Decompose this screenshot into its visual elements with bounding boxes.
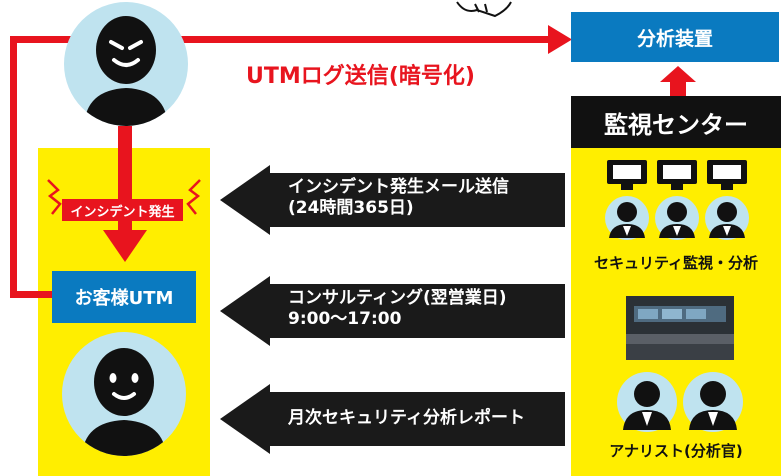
alert-spark-left-icon [47, 179, 62, 215]
top-flow-arrowhead [548, 25, 572, 54]
customer-avatar [62, 332, 186, 456]
bottom-loop-line [10, 291, 54, 298]
flow-incident-mail-line1: インシデント発生メール送信 [288, 177, 509, 197]
flow-consulting-line2: 9:00〜17:00 [288, 309, 402, 329]
analyst-icons [617, 372, 743, 432]
customer-utm-box: お客様UTM [52, 271, 196, 323]
alert-spark-right-icon [186, 179, 201, 215]
flow-consulting-line1: コンサルティング(翌営業日) [288, 288, 507, 308]
control-room-photo [626, 296, 734, 360]
top-flow-line [10, 36, 560, 43]
security-monitoring-label: セキュリティ監視・分析 [593, 254, 759, 272]
analyst-label: アナリスト(分析官) [609, 442, 743, 460]
operator-icons [605, 196, 749, 240]
monitoring-center-box: 監視センター [571, 96, 781, 148]
up-arrow [660, 66, 696, 96]
incident-badge: インシデント発生 [62, 199, 183, 221]
speech-bubble-tail [456, 1, 512, 18]
down-flow-arrowhead [103, 230, 147, 262]
analyzer-box: 分析装置 [571, 12, 779, 62]
flow-monthly-report-label: 月次セキュリティ分析レポート [288, 408, 525, 428]
flow-arrow-incident-mail: インシデント発生メール送信 (24時間365日) [220, 165, 565, 235]
top-flow-label: UTMログ送信(暗号化) [246, 64, 475, 89]
flow-arrow-monthly-report: 月次セキュリティ分析レポート [220, 384, 565, 454]
monitor-icons [607, 160, 747, 190]
flow-arrow-consulting: コンサルティング(翌営業日) 9:00〜17:00 [220, 276, 565, 346]
left-loop-line [10, 36, 17, 298]
flow-incident-mail-line2: (24時間365日) [288, 198, 414, 218]
attacker-avatar [64, 2, 188, 126]
down-flow-line [118, 126, 132, 238]
